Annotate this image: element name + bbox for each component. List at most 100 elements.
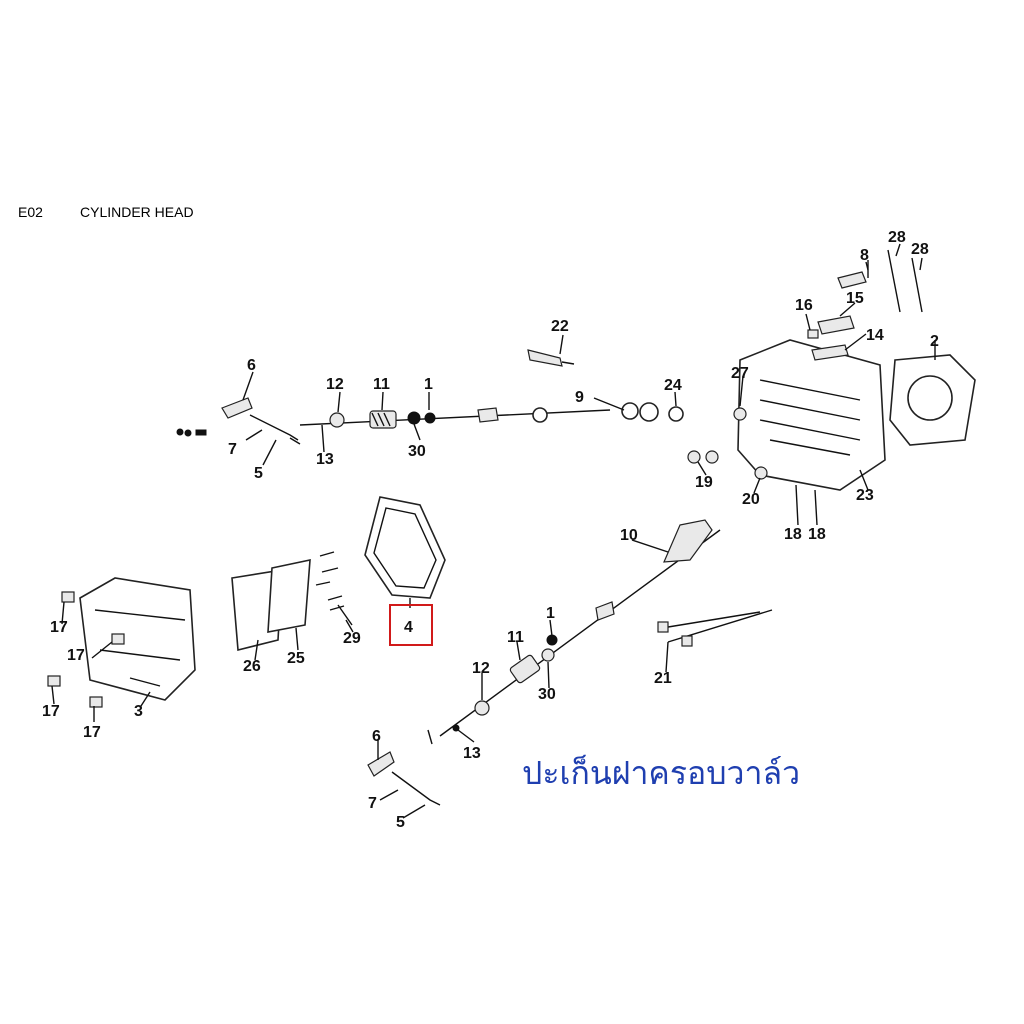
small-pin [427,729,433,745]
part-label: 26 [243,658,261,675]
small-pin [176,428,184,436]
head-gasket-bore [907,375,953,421]
cylinder-head-cover [47,577,196,708]
part-label: 15 [846,290,864,307]
highlighted-part-callout: 4 [389,598,433,646]
part-label: 18 [808,526,826,543]
part-label: 8 [860,247,869,264]
washer [639,402,659,422]
valve [663,519,713,563]
valve-cotter [546,634,558,646]
leader-lines [51,243,936,819]
part-label: 17 [42,703,60,720]
part-label: 23 [856,487,874,504]
cover-plate [267,558,311,633]
upper-valve-train [176,349,684,445]
part-label: 27 [731,365,749,382]
part-label: 13 [463,745,481,762]
part-label: 3 [134,703,143,720]
nut [705,450,719,464]
part-label: 18 [784,526,802,543]
valve-spring-retainer [329,412,345,428]
part-labels: 6 12 11 1 7 5 13 30 22 9 24 8 28 28 16 1… [42,229,939,831]
spark-plug [527,349,563,367]
part-label: 17 [83,724,101,741]
intake-gasket [837,271,867,289]
stud-bolts [887,249,923,313]
valve-seal [541,648,555,662]
washer [621,402,639,420]
o-ring [532,407,548,423]
part-label: 30 [538,686,556,703]
cover-bolt [89,696,103,708]
small-pin [184,429,192,437]
spring-clip [289,437,301,445]
washer [668,406,684,422]
bolt-head [807,329,819,339]
intake-pipe [817,315,855,335]
section-title: CYLINDER HEAD [80,204,194,220]
part-label: 1 [546,605,555,622]
part-label: 11 [373,376,390,393]
part-label: 17 [67,647,85,664]
part-label: 22 [551,318,569,335]
part-label: 5 [396,814,405,831]
part-label: 9 [575,389,584,406]
rocker-shaft [249,414,299,441]
rocker-arm [367,751,395,777]
part-label: 17 [50,619,68,636]
cover-bolt [47,675,61,687]
part-label: 20 [742,491,760,508]
part-label: 24 [664,377,682,394]
part-label: 6 [372,728,381,745]
bolt-head [681,635,693,647]
nut [754,466,768,480]
part-label: 30 [408,443,426,460]
valve-guide [477,407,499,423]
cylinder-head-fins [759,379,861,456]
lower-valve-train [367,519,773,806]
stud-bolts [661,609,773,643]
part-label: 12 [472,660,490,677]
head-cover-body [79,577,196,701]
cover-bolts [315,551,345,611]
part-label: 11 [507,629,524,646]
cylinder-head-block [687,249,976,526]
dowel-pins [795,484,818,526]
bolt [337,604,353,626]
part-name-caption: ปะเก็นฝาครอบวาล์ว [522,754,801,792]
valve-cotter [424,412,436,424]
part-label: 28 [911,241,929,258]
part-label: 19 [695,474,713,491]
valve-spring [509,654,541,684]
bolt-head [657,621,669,633]
gasket-inner [373,507,437,589]
cover-bolt [61,591,75,603]
intake-o-ring [811,344,849,361]
part-label: 25 [287,650,305,667]
part-label: 29 [343,630,361,647]
rocker-shaft [391,771,441,806]
section-code: E02 [18,204,43,220]
part-label: 1 [424,376,433,393]
head-cover-lines [94,609,186,687]
part-label: 28 [888,229,906,246]
part-label: 21 [654,670,672,687]
part-label: 13 [316,451,334,468]
cover-plates [231,551,353,652]
rocker-arm [221,397,253,419]
spark-plug-tip [561,361,575,365]
upper-axis-line [299,409,611,426]
lower-axis-line [439,529,721,737]
highlight-box [389,604,433,646]
gasket-outline [364,496,446,599]
valve-spring-coils [371,412,391,427]
part-label: 16 [795,297,813,314]
part-label: 2 [930,333,939,350]
cover-bolt [111,633,125,645]
part-label: 12 [326,376,344,393]
part-label: 7 [228,441,237,458]
nut [733,407,747,421]
valve-guide [595,601,615,621]
